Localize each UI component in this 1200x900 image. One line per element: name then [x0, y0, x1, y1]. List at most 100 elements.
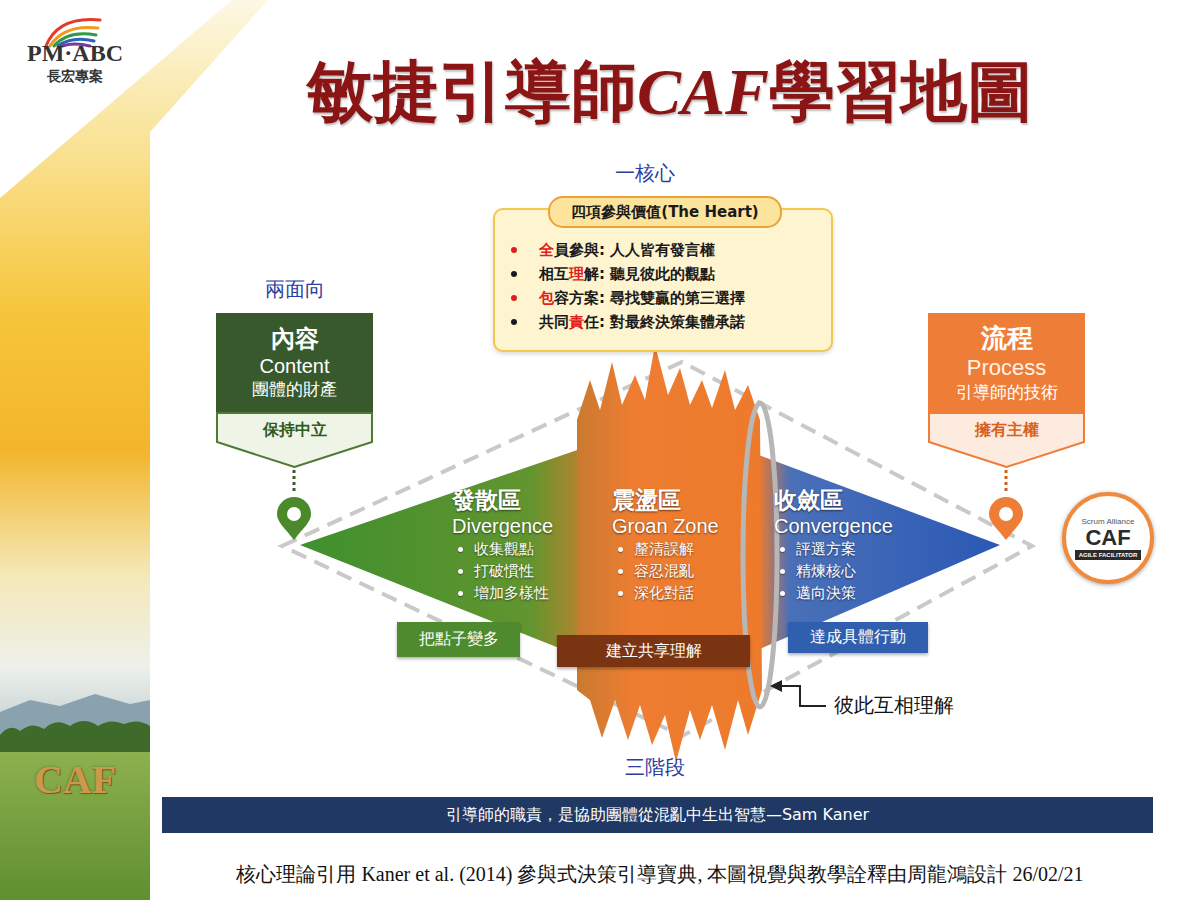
location-pin [277, 497, 311, 540]
zone-item: 精煉核心 [796, 562, 856, 581]
zone-row: 容忍混亂 [618, 560, 762, 582]
pill-text: 四項參與價值(The Heart) [571, 203, 758, 222]
value-text: 包容方案: 尋找雙贏的第三選擇 [539, 289, 745, 308]
dotted-stem [293, 470, 296, 494]
value-list: 全員參與: 人人皆有發言權相互理解: 聽見彼此的觀點包容方案: 尋找雙贏的第三選… [511, 238, 823, 334]
text-part: 解: 聽見彼此的觀點 [584, 265, 715, 283]
phase-outcome: 達成具體行動 [788, 622, 928, 653]
phase-zone: 震盪區Groan Zone 釐清誤解容忍混亂深化對話 [612, 486, 762, 606]
value-row: 共同責任: 對最終決策集體承諾 [511, 310, 823, 334]
sidebar-fill [0, 0, 270, 900]
box-text: 引導師的技術 [956, 382, 1058, 403]
zone-item: 評選方案 [796, 540, 856, 559]
key-char: 包 [539, 289, 554, 307]
bullet-dot [458, 569, 463, 574]
zone-heading: 收斂區 [774, 486, 934, 514]
phase-zone: 收斂區Convergence 評選方案精煉核心邁向決策 [774, 486, 934, 606]
section-label: 兩面向 [240, 276, 350, 303]
watermark: CAF [10, 756, 140, 803]
certification-badge: Scrum AllianceCAFAGILE FACILITATOR [1062, 492, 1154, 584]
value-text: 共同責任: 對最終決策集體承諾 [539, 313, 745, 332]
heading-pill: 四項參與價值(The Heart) [548, 196, 782, 228]
pentagon-shape [929, 413, 1084, 467]
zone-item: 深化對話 [634, 584, 694, 603]
box-text: Process [967, 354, 1046, 382]
value-text: 全員參與: 人人皆有發言權 [539, 241, 715, 260]
zone-row: 增加多樣性 [458, 582, 602, 604]
value-text: 相互理解: 聽見彼此的觀點 [539, 265, 715, 284]
pentagon-text: 保持中立 [216, 420, 373, 441]
zone-item: 釐清誤解 [634, 540, 694, 559]
bullet-dot [780, 569, 785, 574]
box-text: 內容 [271, 324, 319, 354]
key-char: 理 [569, 265, 584, 283]
leader-line [780, 686, 826, 706]
zone-heading: 發散區 [452, 486, 602, 514]
bullet-dot [618, 547, 623, 552]
pin-hole [287, 507, 301, 521]
zone-english: Groan Zone [612, 514, 762, 538]
aspect-box: 流程Process引導師的技術 [928, 313, 1085, 412]
callout-text: 彼此互相理解 [834, 692, 1004, 719]
zone-item: 容忍混亂 [634, 562, 694, 581]
bullet-dot [780, 591, 785, 596]
zone-english: Convergence [774, 514, 934, 538]
zone-english: Divergence [452, 514, 602, 538]
values-box: 全員參與: 人人皆有發言權相互理解: 聽見彼此的觀點包容方案: 尋找雙贏的第三選… [493, 208, 833, 352]
zone-row: 釐清誤解 [618, 538, 762, 560]
zone-row: 邁向決策 [780, 582, 934, 604]
zone-item: 打破慣性 [474, 562, 534, 581]
title-part: 敏捷引導師 [307, 55, 637, 128]
role-pentagon: 擁有主權 [928, 412, 1085, 468]
zone-item: 增加多樣性 [474, 584, 549, 603]
groan-spikes [577, 345, 762, 762]
value-row: 相互理解: 聽見彼此的觀點 [511, 262, 823, 286]
dotted-stem [1005, 470, 1008, 494]
text-part: 任: 對最終決策集體承諾 [584, 313, 745, 331]
zone-row: 收集觀點 [458, 538, 602, 560]
key-char: 責 [569, 313, 584, 331]
phase-outcome: 把點子變多 [397, 622, 520, 657]
badge-text: Scrum Alliance [1082, 517, 1135, 526]
pentagon-shape [217, 413, 372, 467]
pentagon-text: 擁有主權 [928, 420, 1085, 441]
zone-item: 收集觀點 [474, 540, 534, 559]
value-row: 包容方案: 尋找雙贏的第三選擇 [511, 286, 823, 310]
text-part: 員參與: 人人皆有發言權 [554, 241, 715, 259]
role-pentagon: 保持中立 [216, 412, 373, 468]
key-char: 全 [539, 241, 554, 259]
quote-text: 引導師的職責，是協助團體從混亂中生出智慧—Sam Kaner [446, 805, 869, 826]
outcome-text: 把點子變多 [419, 629, 499, 650]
phase-outcome: 建立共享理解 [557, 635, 750, 667]
bullet-dot [511, 247, 517, 253]
grass [0, 752, 150, 900]
logo-text: PM·ABC [15, 40, 135, 67]
zone-row: 評選方案 [780, 538, 934, 560]
badge-text: AGILE FACILITATOR [1075, 550, 1142, 560]
zone-heading: 震盪區 [612, 486, 762, 514]
box-text: 流程 [981, 322, 1033, 355]
zone-row: 打破慣性 [458, 560, 602, 582]
leader-arrow [770, 680, 782, 692]
text-part: 相互 [539, 265, 569, 283]
bullet-dot [511, 271, 517, 277]
outcome-text: 建立共享理解 [606, 641, 702, 662]
title-part: CAF [637, 55, 769, 128]
logo-subtext: 長宏專案 [15, 68, 135, 86]
value-row: 全員參與: 人人皆有發言權 [511, 238, 823, 262]
box-text: 團體的財產 [252, 379, 337, 400]
bullet-dot [618, 591, 623, 596]
outcome-text: 達成具體行動 [810, 627, 906, 648]
bullet-dot [618, 569, 623, 574]
zone-item: 邁向決策 [796, 584, 856, 603]
text-part: 共同 [539, 313, 569, 331]
page-title: 敏捷引導師CAF學習地圖 [190, 52, 1150, 132]
badge-text: CAF [1085, 526, 1130, 550]
text-part: 容方案: 尋找雙贏的第三選擇 [554, 289, 745, 307]
bullet-dot [780, 547, 785, 552]
bullet-dot [511, 295, 517, 301]
box-text: Content [259, 354, 329, 379]
location-pin [989, 497, 1023, 540]
zone-row: 精煉核心 [780, 560, 934, 582]
